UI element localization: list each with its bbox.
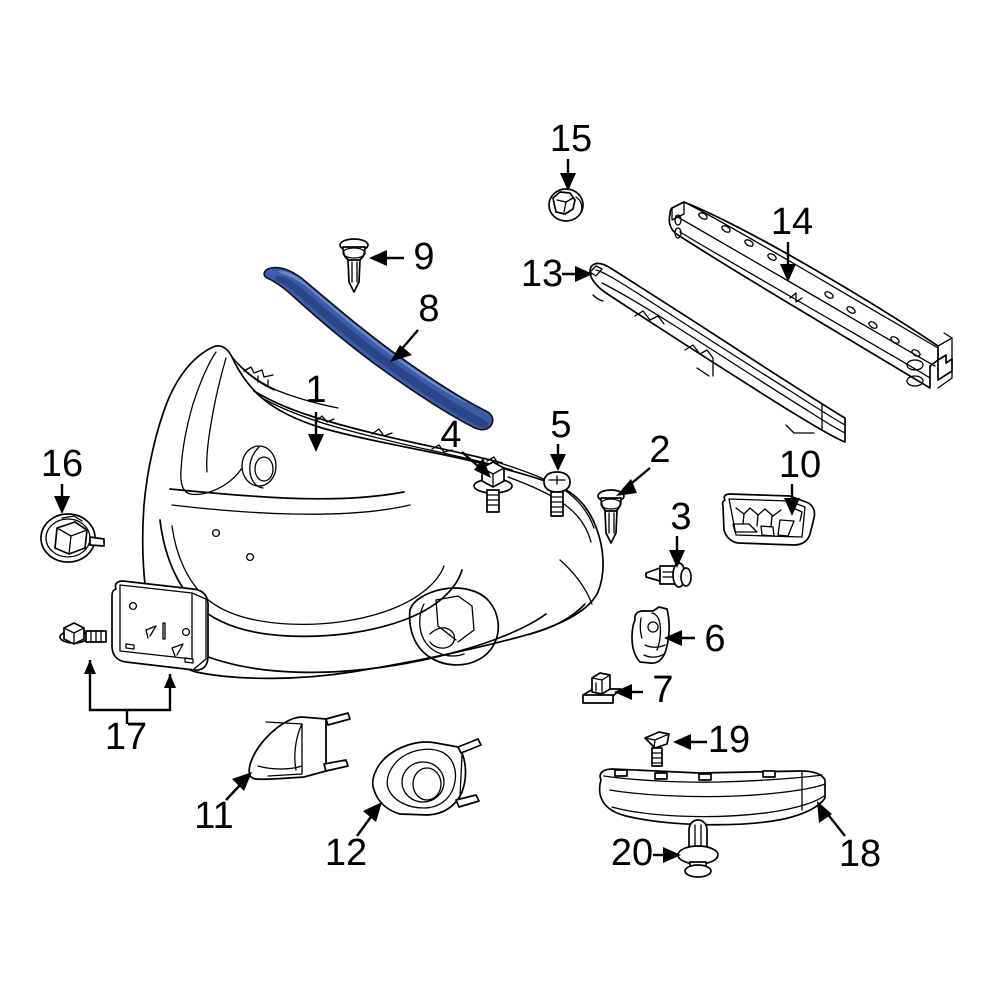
part-license-plate-bracket[interactable] [59,580,209,724]
part-side-retainer-bracket[interactable] [631,606,670,664]
part-fog-lamp-bezel[interactable] [371,738,482,816]
callout-7[interactable]: 7 [652,669,673,711]
callout-14[interactable]: 14 [771,201,813,243]
part-fog-lamp-cover-plain[interactable] [248,712,351,781]
part-valance-push-pin[interactable] [677,819,719,878]
part-seal-push-clip[interactable] [339,238,369,293]
part-grille-vent-insert[interactable] [721,493,816,546]
part-pan-head-screw[interactable] [543,471,571,517]
callout-10[interactable]: 10 [779,444,821,486]
callout-15[interactable]: 15 [550,118,592,160]
part-valance-screw-grommet[interactable] [644,731,670,767]
callout-11[interactable]: 11 [194,795,233,837]
callout-19[interactable]: 19 [708,719,750,761]
callout-2[interactable]: 2 [649,429,670,471]
callout-5[interactable]: 5 [550,404,571,446]
callout-4[interactable]: 4 [440,414,461,456]
callout-6[interactable]: 6 [704,618,725,660]
part-lower-valance-spoiler[interactable] [598,768,826,826]
callout-3[interactable]: 3 [670,496,691,538]
part-tow-hook-cover[interactable] [40,513,105,563]
leader-lines [54,159,846,863]
callout-8[interactable]: 8 [418,288,439,330]
callout-9[interactable]: 9 [413,236,434,278]
callout-18[interactable]: 18 [839,833,881,875]
part-energy-absorber[interactable] [589,262,846,443]
part-bumper-cover-seal-highlighted[interactable] [263,266,494,431]
part-hex-flange-nut[interactable] [548,188,584,222]
part-clip-nut[interactable] [582,672,622,704]
callout-13[interactable]: 13 [521,253,563,295]
part-bumper-cover[interactable] [141,345,604,680]
part-hex-flange-bolt[interactable] [473,461,513,513]
callout-20[interactable]: 20 [611,832,653,874]
callout-16[interactable]: 16 [41,443,83,485]
part-bumper-reinforcement[interactable] [668,201,953,389]
part-pin-type-clip[interactable] [645,562,692,588]
part-push-retainer-clip[interactable] [597,489,625,544]
callout-17[interactable]: 17 [105,716,147,758]
callout-labels: 1 2 3 4 5 6 7 8 9 10 11 12 13 14 15 16 1… [41,118,881,875]
callout-12[interactable]: 12 [325,832,367,874]
callout-1[interactable]: 1 [305,369,326,411]
